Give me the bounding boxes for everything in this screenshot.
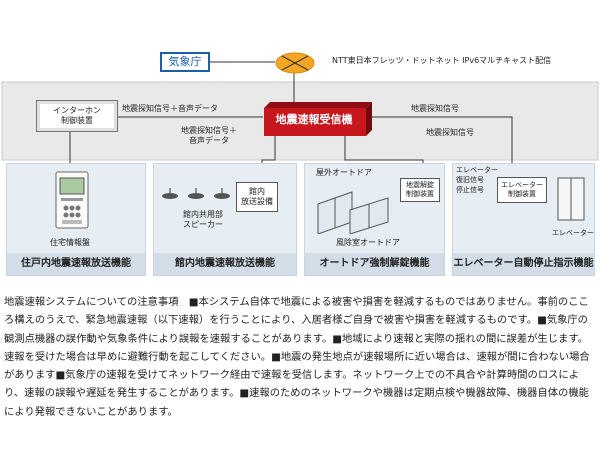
panel-intercom-title: 住戸内地震速報放送機能 bbox=[7, 253, 145, 275]
windbreak-door-label: 風除室オートドア bbox=[336, 238, 400, 247]
panel-broadcast-title: 館内地震速報放送機能 bbox=[154, 253, 296, 275]
panel-autodoor-title: オートドア強制解錠機能 bbox=[305, 253, 444, 275]
intercom-controller-box: インターホン 制御装置 bbox=[36, 100, 118, 132]
door-icons bbox=[317, 191, 389, 234]
intercom-controller-label: インターホン 制御装置 bbox=[53, 106, 101, 125]
panel-broadcast: 館内地震速報放送機能 bbox=[153, 163, 297, 276]
panel-elevator-title: エレベーター自動停止指示機能 bbox=[453, 253, 594, 275]
info-panel-device-icon bbox=[55, 171, 89, 229]
door-control-box: 地震解錠 制御装置 bbox=[400, 178, 440, 202]
receiver-label: 地震速報受信機 bbox=[275, 113, 353, 126]
signal-left-mid: 地震探知信号＋ 音声データ bbox=[181, 126, 237, 145]
speakers-label: 館内共用部 スピーカー bbox=[183, 210, 223, 229]
ntt-label: NTT東日本フレッツ・ドットネット IPv6マルチキャスト配信 bbox=[332, 56, 552, 65]
line-elevator bbox=[368, 116, 513, 165]
elevator-control-box: エレベーター 制御装置 bbox=[497, 177, 547, 203]
elevator-car-icon bbox=[557, 177, 585, 221]
receiver-box-shape bbox=[264, 102, 372, 136]
signal-right-mid: 地震探知信号 bbox=[426, 128, 474, 137]
elevator-control-label: エレベーター 制御装置 bbox=[501, 181, 543, 198]
jma-box: 気象庁 bbox=[160, 52, 210, 72]
broadcast-device-box: 館内 放送設備 bbox=[236, 182, 278, 212]
network-node-icon bbox=[275, 52, 315, 74]
outdoor-door-label: 屋外オートドア bbox=[316, 168, 372, 177]
signal-right-top: 地震探知信号 bbox=[411, 104, 459, 113]
info-panel-label: 住宅情報盤 bbox=[50, 238, 90, 247]
signal-left-top: 地震探知信号＋音声データ bbox=[122, 104, 218, 113]
jma-label: 気象庁 bbox=[168, 55, 202, 68]
elevator-signal-label: エレベーター 復旧信号 停止信号 bbox=[456, 166, 498, 194]
caution-note: 地震速報システムについての注意事項 ■本システム自体で地震による被害や損害を軽減… bbox=[4, 296, 590, 418]
door-control-label: 地震解錠 制御装置 bbox=[406, 181, 434, 198]
elevator-label: エレベーター bbox=[552, 229, 594, 237]
broadcast-device-label: 館内 放送設備 bbox=[241, 187, 273, 206]
speaker-icons bbox=[162, 188, 230, 199]
